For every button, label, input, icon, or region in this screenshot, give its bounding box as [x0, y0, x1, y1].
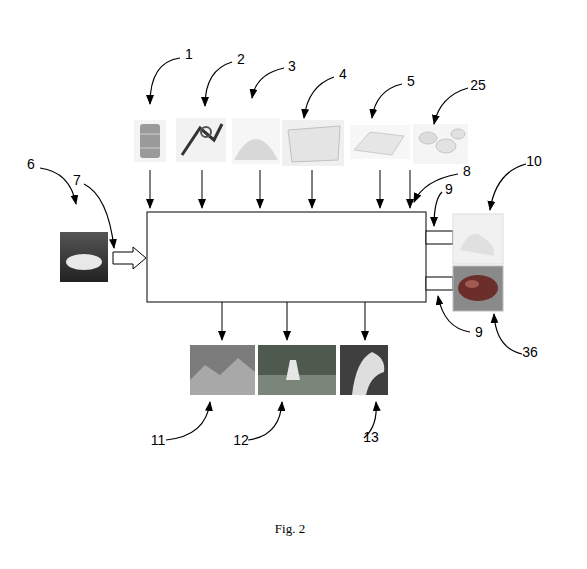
- callout-number: 2: [237, 52, 245, 66]
- output-arrows: [222, 302, 365, 340]
- callout-number: 9: [475, 325, 483, 339]
- output-photo-light: [453, 214, 503, 264]
- callout-number: 11: [151, 433, 166, 447]
- smoke-photo: [340, 345, 388, 395]
- bag-photo: [282, 120, 344, 166]
- callout-number: 8: [463, 164, 471, 178]
- tool-photo: [176, 118, 226, 162]
- disc-photo: [413, 124, 468, 164]
- feed-photo: [60, 232, 108, 282]
- figure-caption: Fig. 2: [275, 522, 305, 535]
- system-box: [147, 212, 426, 302]
- callout-number: 10: [526, 154, 542, 168]
- rubble-photo: [190, 345, 255, 395]
- callout-number: 4: [339, 67, 347, 81]
- leader-arrows: [40, 58, 526, 440]
- output-stubs: [426, 231, 453, 290]
- sheet-photo: [350, 125, 410, 159]
- callout-number: 36: [522, 345, 538, 359]
- callout-number: 5: [407, 74, 415, 88]
- callout-number: 7: [73, 173, 81, 187]
- water-photo: [258, 345, 336, 395]
- callout-number: 12: [233, 433, 249, 447]
- callout-number: 3: [288, 59, 296, 73]
- hollow-arrow: [113, 247, 146, 269]
- callout-number: 6: [27, 157, 35, 171]
- callout-number: 13: [363, 430, 379, 444]
- callout-number: 25: [470, 78, 486, 92]
- powder-photo: [232, 118, 280, 164]
- drum-photo: [134, 120, 166, 162]
- input-arrows: [150, 170, 410, 208]
- callout-number: 1: [185, 47, 193, 61]
- callout-number: 9: [445, 182, 453, 196]
- output-photo-dark: [453, 266, 503, 311]
